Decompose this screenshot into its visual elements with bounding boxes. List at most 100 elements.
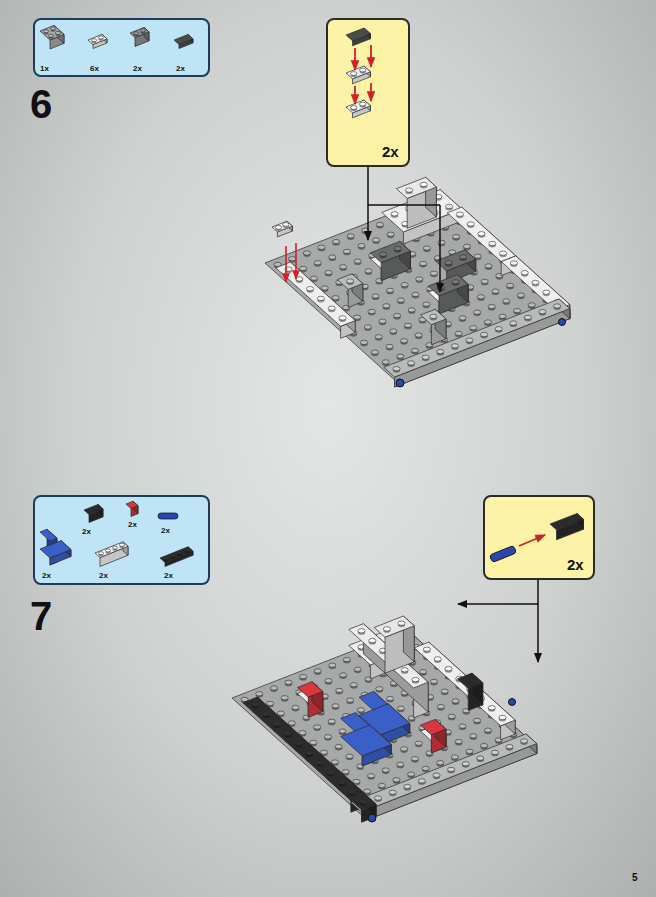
stud bbox=[170, 554, 175, 557]
stud bbox=[524, 315, 531, 319]
stud bbox=[300, 674, 307, 678]
stud bbox=[321, 286, 328, 290]
brick-shape bbox=[421, 719, 446, 735]
stud bbox=[306, 751, 313, 755]
stud bbox=[453, 235, 460, 239]
stud bbox=[430, 679, 437, 683]
stud bbox=[339, 729, 346, 733]
placement-arrow bbox=[285, 246, 287, 282]
stud bbox=[484, 320, 491, 324]
stud bbox=[289, 257, 296, 261]
stud bbox=[448, 714, 455, 718]
stud bbox=[477, 295, 484, 299]
stud bbox=[521, 271, 528, 275]
stud bbox=[369, 638, 376, 642]
stud bbox=[358, 629, 365, 633]
stud bbox=[277, 711, 284, 715]
stud bbox=[314, 261, 321, 265]
stud bbox=[163, 557, 168, 560]
stud bbox=[474, 254, 481, 258]
stud bbox=[347, 234, 354, 238]
stud bbox=[406, 188, 413, 192]
stud bbox=[445, 667, 452, 671]
stud bbox=[380, 252, 387, 256]
stud bbox=[460, 255, 467, 259]
stud bbox=[346, 754, 353, 758]
stud bbox=[543, 290, 550, 294]
stud bbox=[503, 299, 510, 303]
stud bbox=[338, 780, 345, 784]
stud bbox=[310, 740, 317, 744]
stud bbox=[539, 310, 546, 314]
brick-shape bbox=[370, 241, 410, 262]
stud bbox=[274, 722, 281, 726]
stud bbox=[288, 721, 295, 725]
stud bbox=[354, 667, 361, 671]
stud bbox=[452, 699, 459, 703]
stud bbox=[418, 779, 425, 783]
stud bbox=[351, 72, 357, 76]
stud bbox=[412, 677, 419, 681]
stud bbox=[499, 715, 506, 719]
stud bbox=[328, 719, 335, 723]
quantity-label: 1x bbox=[40, 65, 49, 73]
stud bbox=[263, 712, 270, 716]
part-icons bbox=[346, 28, 371, 118]
stud bbox=[283, 223, 289, 227]
stud bbox=[434, 657, 441, 661]
brick-shape bbox=[384, 299, 570, 377]
stud bbox=[393, 367, 400, 371]
stud bbox=[353, 779, 360, 783]
stud bbox=[466, 338, 473, 342]
stud bbox=[252, 702, 259, 706]
stud bbox=[462, 762, 469, 766]
stud bbox=[349, 790, 356, 794]
stud bbox=[55, 31, 60, 34]
stud bbox=[481, 743, 488, 747]
brick-shape bbox=[428, 275, 468, 296]
stud bbox=[492, 289, 499, 293]
quantity-label: 6x bbox=[90, 65, 99, 73]
stud bbox=[401, 747, 408, 751]
brick-shape bbox=[351, 734, 537, 812]
stud bbox=[452, 280, 459, 284]
stud bbox=[489, 241, 496, 245]
stud bbox=[441, 689, 448, 693]
stud bbox=[455, 331, 462, 335]
stud bbox=[329, 255, 336, 259]
brick-shape bbox=[414, 642, 515, 726]
stud bbox=[408, 772, 415, 776]
stud bbox=[295, 741, 302, 745]
sub-assembly-callout: 2x bbox=[326, 18, 410, 167]
stud bbox=[387, 232, 394, 236]
stud bbox=[416, 277, 423, 281]
stud bbox=[437, 704, 444, 708]
stud bbox=[328, 770, 335, 774]
step-number: 7 bbox=[30, 596, 52, 636]
brick-shape bbox=[40, 529, 57, 541]
stud bbox=[368, 774, 375, 778]
stud bbox=[401, 283, 408, 287]
placement-arrow bbox=[295, 243, 297, 279]
brick-shape bbox=[436, 250, 476, 271]
stud bbox=[554, 304, 561, 308]
stud bbox=[474, 718, 481, 722]
brick-shape bbox=[174, 34, 193, 44]
stud bbox=[48, 34, 53, 37]
stud bbox=[360, 102, 366, 106]
stud bbox=[495, 327, 502, 331]
stud bbox=[467, 222, 474, 226]
stud bbox=[357, 708, 364, 712]
stud bbox=[389, 790, 396, 794]
stud bbox=[477, 756, 484, 760]
brick-shape bbox=[95, 542, 128, 558]
stud bbox=[387, 696, 394, 700]
stud bbox=[481, 332, 488, 336]
stud bbox=[451, 344, 458, 348]
stud bbox=[500, 251, 507, 255]
stud bbox=[510, 261, 517, 265]
stud bbox=[347, 698, 354, 702]
stud bbox=[331, 760, 338, 764]
brick-shape bbox=[272, 221, 292, 232]
stud bbox=[491, 750, 498, 754]
